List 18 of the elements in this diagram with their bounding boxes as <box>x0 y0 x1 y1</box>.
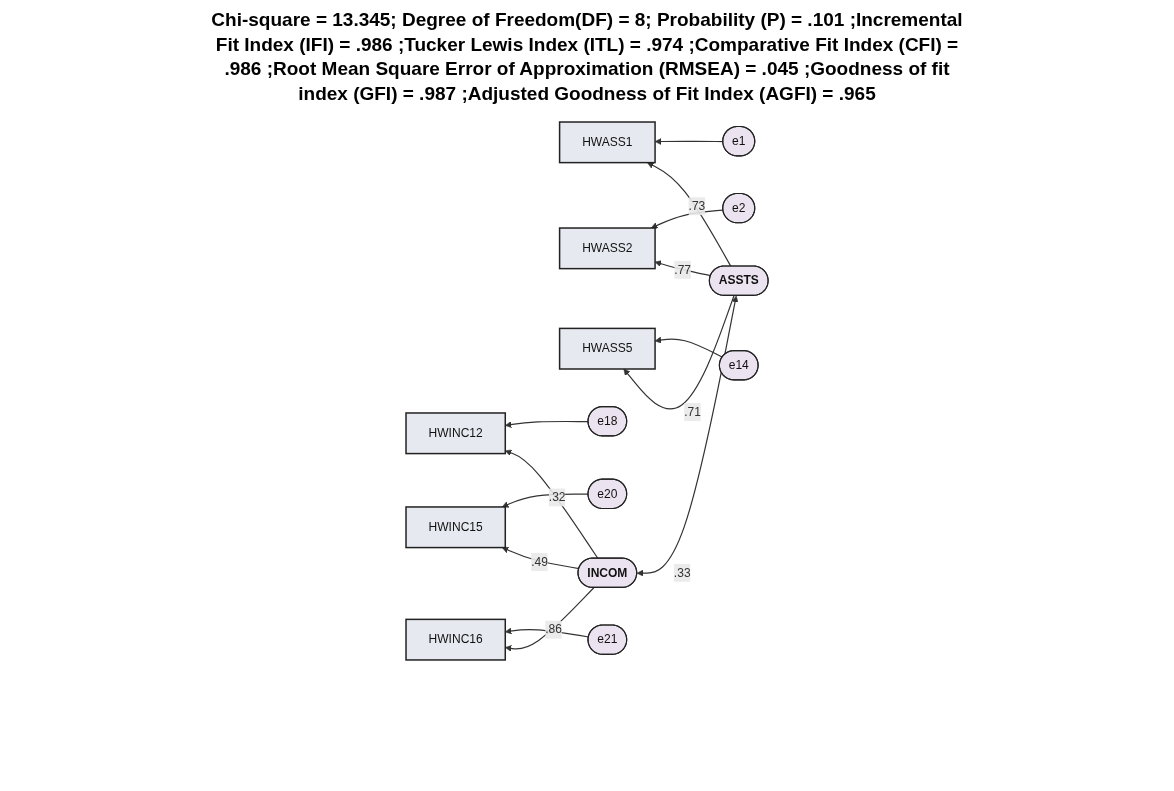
edge-label: .71 <box>684 405 701 418</box>
node-box: HWASS2 <box>558 227 656 270</box>
edge-label: .73 <box>688 199 706 213</box>
node-box: HWASS5 <box>558 327 656 370</box>
node-box: HWINC16 <box>405 618 506 661</box>
arrow <box>647 162 732 267</box>
edge-label: .86 <box>545 622 562 636</box>
arrow <box>636 295 739 577</box>
edge-label: .33 <box>673 565 691 579</box>
edge-label: .49 <box>531 554 548 568</box>
node-box: HWASS1 <box>558 121 656 164</box>
arrow <box>623 294 735 410</box>
node-box: HWINC15 <box>405 505 506 549</box>
node-box: HWINC12 <box>405 412 506 455</box>
arrow <box>650 209 724 229</box>
edge-label: .77 <box>674 262 691 276</box>
diagram-title: Chi-square = 13.345; Degree of Freedom(DF) = 8; Probability (P) = .101 ;Incremental Fit Index (IFI) = .986 ;Tucker Lewis Index (ITL) = .974 ;Comparative Fit Index (CFI) = .986 ;Root Mean Square Error of Approximation (RMSEA) = .045 ;Goodness of fit index (GFI) = .987 ;Adjusted Goodness of Fit Index (AGFI) = .965 <box>210 8 964 107</box>
edge-label: .32 <box>548 490 566 504</box>
